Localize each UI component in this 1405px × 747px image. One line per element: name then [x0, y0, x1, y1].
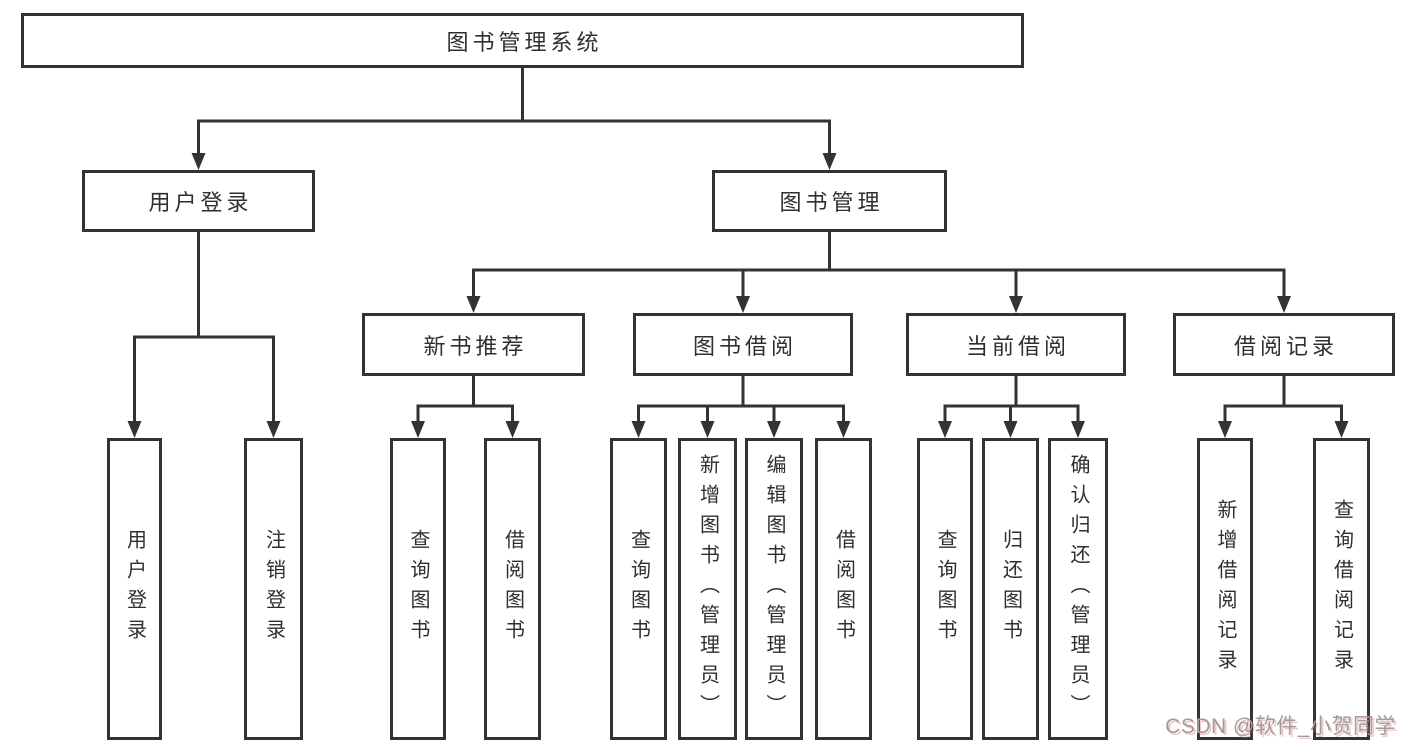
- leaf-add-borrow-record: 新增借阅记录: [1197, 438, 1253, 740]
- leaf-borrow-book-recommend: 借阅图书: [484, 438, 541, 740]
- node-book-management-label: 图书管理: [779, 190, 884, 215]
- leaf-edit-book-admin-label: 编辑图书（管理员）: [763, 454, 785, 724]
- leaf-borrow-book: 借阅图书: [815, 438, 872, 740]
- node-book-management: 图书管理: [712, 170, 947, 232]
- leaf-edit-book-admin: 编辑图书（管理员）: [745, 438, 803, 740]
- node-current-borrow-label: 当前借阅: [965, 333, 1070, 359]
- node-user-login: 用户登录: [82, 170, 315, 232]
- leaf-query-book-recommend: 查询图书: [390, 438, 446, 740]
- leaf-borrow-book-label: 借阅图书: [832, 529, 855, 649]
- node-borrow-records: 借阅记录: [1173, 313, 1395, 376]
- node-new-book-recommend: 新书推荐: [362, 313, 585, 376]
- node-system-root-label: 图书管理系统: [446, 29, 603, 55]
- leaf-user-login-label: 用户登录: [123, 529, 146, 649]
- leaf-confirm-return-admin: 确认归还（管理员）: [1048, 438, 1108, 740]
- leaf-query-book-borrow-label: 查询图书: [627, 529, 650, 649]
- leaf-add-book-admin: 新增图书（管理员）: [678, 438, 737, 740]
- leaf-user-login: 用户登录: [107, 438, 162, 740]
- leaf-query-book-borrow: 查询图书: [610, 438, 667, 740]
- node-borrow-records-label: 借阅记录: [1233, 333, 1338, 359]
- node-book-borrow-label: 图书借阅: [692, 333, 797, 359]
- leaf-query-borrow-record-label: 查询借阅记录: [1330, 499, 1353, 679]
- leaf-logout: 注销登录: [244, 438, 303, 740]
- node-user-login-label: 用户登录: [148, 190, 253, 215]
- leaf-query-book-recommend-label: 查询图书: [407, 529, 429, 649]
- leaf-borrow-book-recommend-label: 借阅图书: [501, 529, 524, 649]
- node-current-borrow: 当前借阅: [906, 313, 1126, 376]
- leaf-return-book-label: 归还图书: [999, 529, 1022, 649]
- leaf-query-book-current: 查询图书: [917, 438, 973, 740]
- node-book-borrow: 图书借阅: [633, 313, 853, 376]
- leaf-query-borrow-record: 查询借阅记录: [1313, 438, 1370, 740]
- leaf-add-book-admin-label: 新增图书（管理员）: [696, 454, 719, 724]
- leaf-return-book: 归还图书: [982, 438, 1039, 740]
- leaf-logout-label: 注销登录: [262, 529, 285, 649]
- leaf-confirm-return-admin-label: 确认归还（管理员）: [1067, 454, 1089, 724]
- leaf-add-borrow-record-label: 新增借阅记录: [1214, 499, 1236, 679]
- node-new-book-recommend-label: 新书推荐: [423, 333, 528, 359]
- leaf-query-book-current-label: 查询图书: [934, 529, 956, 649]
- csdn-watermark: CSDN @软件_小贺同学: [1165, 715, 1396, 738]
- node-system-root: 图书管理系统: [21, 13, 1024, 68]
